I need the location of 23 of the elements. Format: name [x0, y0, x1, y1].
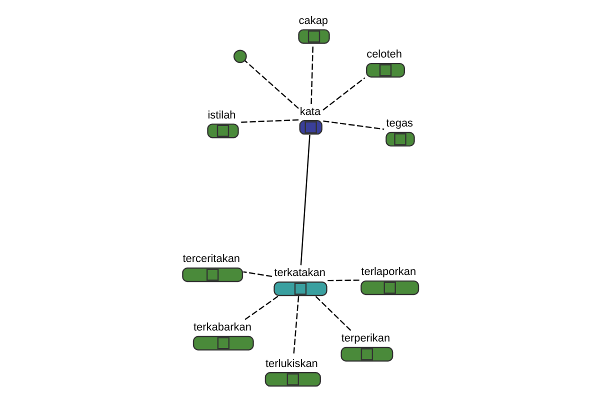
connector — [239, 119, 299, 123]
node-label: terkatakan — [274, 267, 326, 280]
node-label: terlaporkan — [361, 266, 416, 278]
connector — [322, 77, 366, 110]
node-label: terceritakan — [182, 253, 240, 266]
connector — [310, 44, 314, 104]
connector — [244, 296, 278, 320]
node-label: kata — [300, 106, 321, 118]
connector — [300, 134, 310, 266]
node-label: terperikan — [341, 332, 390, 345]
node-label: istilah — [208, 109, 236, 122]
node-label: cakap — [298, 14, 328, 27]
node-circle — [233, 50, 247, 64]
node-label: celoteh — [366, 48, 402, 61]
connector — [293, 296, 300, 356]
node-label: terlukiskan — [265, 358, 318, 370]
connector — [243, 271, 272, 278]
connector — [244, 60, 299, 109]
connector — [328, 280, 360, 282]
node-label: tegas — [386, 118, 414, 130]
connector — [323, 120, 384, 130]
connector — [315, 296, 352, 332]
node-label: terkabarkan — [194, 322, 252, 334]
